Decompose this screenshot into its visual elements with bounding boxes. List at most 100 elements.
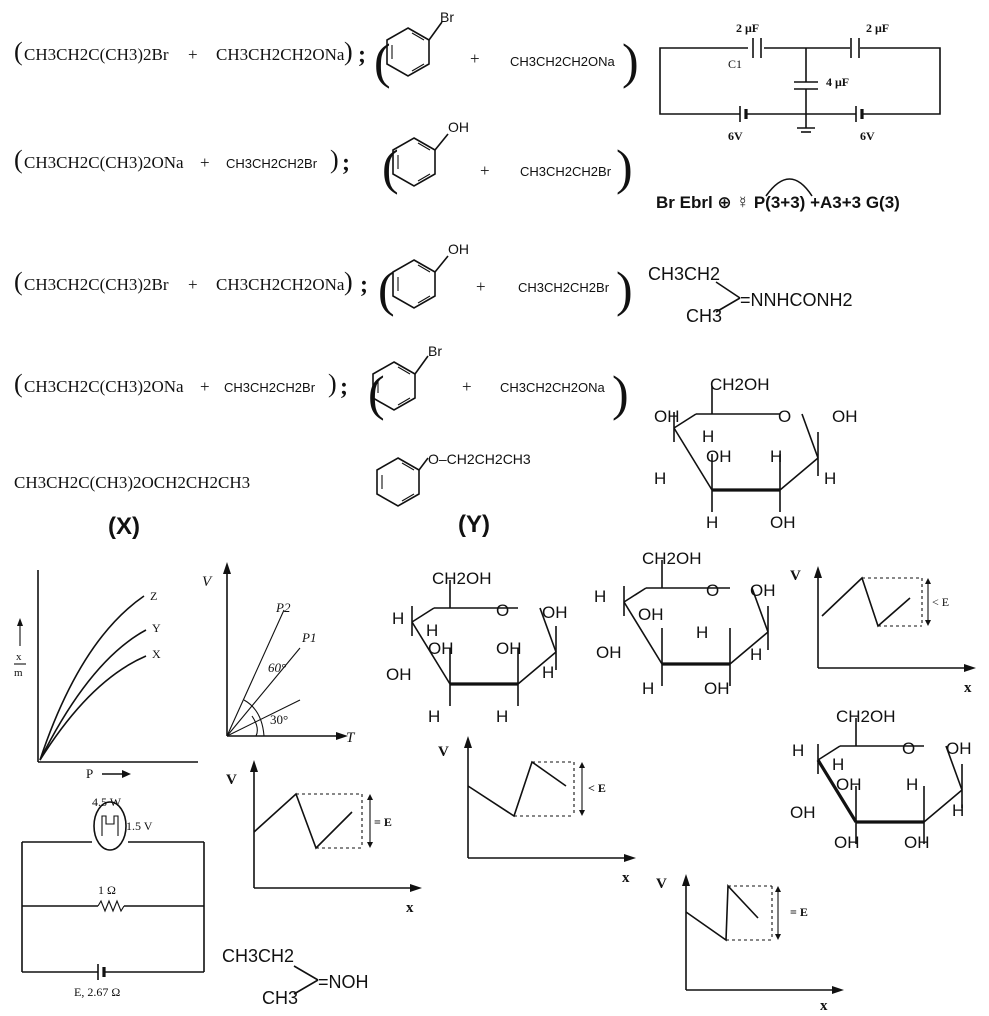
reaction-row-4: ( CH3CH2C(CH3)2ONa + CH3CH2CH2Br ) ; ( B…	[14, 343, 629, 421]
potential-curve	[467, 760, 567, 818]
oh-label: OH	[790, 803, 816, 822]
oh-label: OH	[834, 833, 860, 852]
energy-graph-1: V x < E	[790, 566, 976, 696]
row4-left-a: CH3CH2C(CH3)2ONa	[24, 377, 184, 396]
bulb-voltage: 1.5 V	[126, 819, 153, 833]
line-p2	[226, 609, 285, 737]
v-label: V	[656, 876, 667, 892]
energy-label: = E	[790, 905, 808, 919]
mnemonic-text: Br Ebrl ⊕ ☿ P(3+3) +A3+3 G(3)	[656, 193, 900, 212]
h-label: H	[542, 663, 554, 682]
line-p1	[226, 647, 301, 737]
curve-y	[39, 629, 147, 761]
plus-sign: +	[188, 45, 198, 64]
oh-label: OH	[836, 775, 862, 794]
h-label: H	[428, 707, 440, 726]
big-paren-close: )	[612, 365, 629, 421]
h-label: H	[654, 469, 666, 488]
big-paren-open: (	[382, 139, 399, 195]
row4-right-reagent: CH3CH2CH2ONa	[500, 380, 606, 395]
row1-left-a: CH3CH2C(CH3)2Br	[24, 45, 169, 64]
hydrazone-top: CH3CH2	[648, 264, 720, 284]
arrow-head	[17, 618, 23, 626]
energy-graph-3: V x < E	[438, 736, 636, 886]
glucose-haworth-1: CH2OH O OH OH H OH H H H H OH	[654, 375, 858, 532]
oh-label: OH	[770, 513, 796, 532]
source-label: E, 2.67 Ω	[74, 985, 120, 999]
ring-o-label: O	[778, 407, 791, 426]
big-paren-close: )	[616, 261, 633, 317]
row2-ring-sub: OH	[448, 119, 469, 135]
product-y-substituent: O–CH2CH2CH3	[428, 451, 531, 467]
ch2oh-label: CH2OH	[432, 569, 492, 588]
oh-label: OH	[496, 639, 522, 658]
hydrazone-structure: CH3CH2 CH3 =NNHCONH2	[648, 264, 853, 326]
oh-label: OH	[428, 639, 454, 658]
oh-label: OH	[832, 407, 858, 426]
bulb-power: 4.5 W	[92, 795, 122, 809]
h-label: H	[824, 469, 836, 488]
product-y-label: (Y)	[458, 511, 490, 538]
h-label: H	[426, 621, 438, 640]
battery-right-label: 6V	[860, 129, 875, 143]
oxime-structure: CH3CH2 CH3 =NOH	[222, 946, 369, 1008]
paren-open: (	[14, 267, 23, 296]
paren-open: (	[14, 145, 23, 174]
oh-label: OH	[704, 679, 730, 698]
ring-o-label: O	[902, 739, 915, 758]
h-label: H	[906, 775, 918, 794]
benzene-ring-product-y	[376, 457, 429, 507]
semicolon: ;	[358, 42, 366, 68]
big-paren-open: (	[368, 365, 385, 421]
paren-close: )	[344, 37, 353, 66]
row4-ring-sub: Br	[428, 343, 442, 359]
h-label: H	[952, 801, 964, 820]
p2-label: P2	[275, 600, 291, 615]
row2-left-a: CH3CH2C(CH3)2ONa	[24, 153, 184, 172]
adsorption-graph: Z Y X x m P	[14, 570, 198, 781]
plus-sign: +	[462, 377, 472, 396]
h-label: H	[496, 707, 508, 726]
h-label: H	[706, 513, 718, 532]
potential-curve	[253, 792, 353, 850]
x-label: x	[964, 680, 972, 696]
oxime-group: =NOH	[318, 972, 369, 992]
benzene-ring-row2	[392, 133, 449, 187]
plus-sign: +	[200, 377, 210, 396]
plus-sign: +	[476, 277, 486, 296]
plus-sign: +	[188, 275, 198, 294]
v-axis-label: V	[202, 574, 213, 590]
c2-value: 2 μF	[866, 21, 889, 35]
curve-x	[39, 655, 147, 761]
h-label: H	[770, 447, 782, 466]
c1-label: C1	[728, 57, 742, 71]
benzene-ring-row4	[372, 355, 429, 411]
reaction-row-2: ( CH3CH2C(CH3)2ONa + CH3CH2CH2Br ) ; ( O…	[14, 119, 633, 195]
h-label: H	[696, 623, 708, 642]
h-label: H	[594, 587, 606, 606]
x-label: x	[622, 870, 630, 886]
h-label: H	[832, 755, 844, 774]
glucose-haworth-4: CH2OH O OH H H OH H H OH OH OH	[790, 707, 972, 852]
vt-graph: V T P2 P1 60° 30°	[202, 562, 356, 746]
plus-sign: +	[470, 49, 480, 68]
plus-sign: +	[480, 161, 490, 180]
p1-label: P1	[301, 630, 316, 645]
arc-arrow-icon	[765, 178, 813, 197]
ring-o-label: O	[706, 581, 719, 600]
row3-right-reagent: CH3CH2CH2Br	[518, 280, 610, 295]
energy-label: = E	[374, 815, 392, 829]
curve-y-label: Y	[152, 621, 161, 635]
battery-left-label: 6V	[728, 129, 743, 143]
reaction-row-3: ( CH3CH2C(CH3)2Br + CH3CH2CH2ONa ) ; ( O…	[14, 241, 633, 317]
oh-label: OH	[542, 603, 568, 622]
benzene-ring-row3	[392, 255, 449, 309]
paren-open: (	[14, 369, 23, 398]
big-paren-close: )	[622, 33, 639, 89]
big-paren-open: (	[378, 261, 395, 317]
plus-sign: +	[200, 153, 210, 172]
oxime-top: CH3CH2	[222, 946, 294, 966]
oh-label: OH	[904, 833, 930, 852]
oh-label: OH	[596, 643, 622, 662]
v-label: V	[226, 772, 237, 788]
